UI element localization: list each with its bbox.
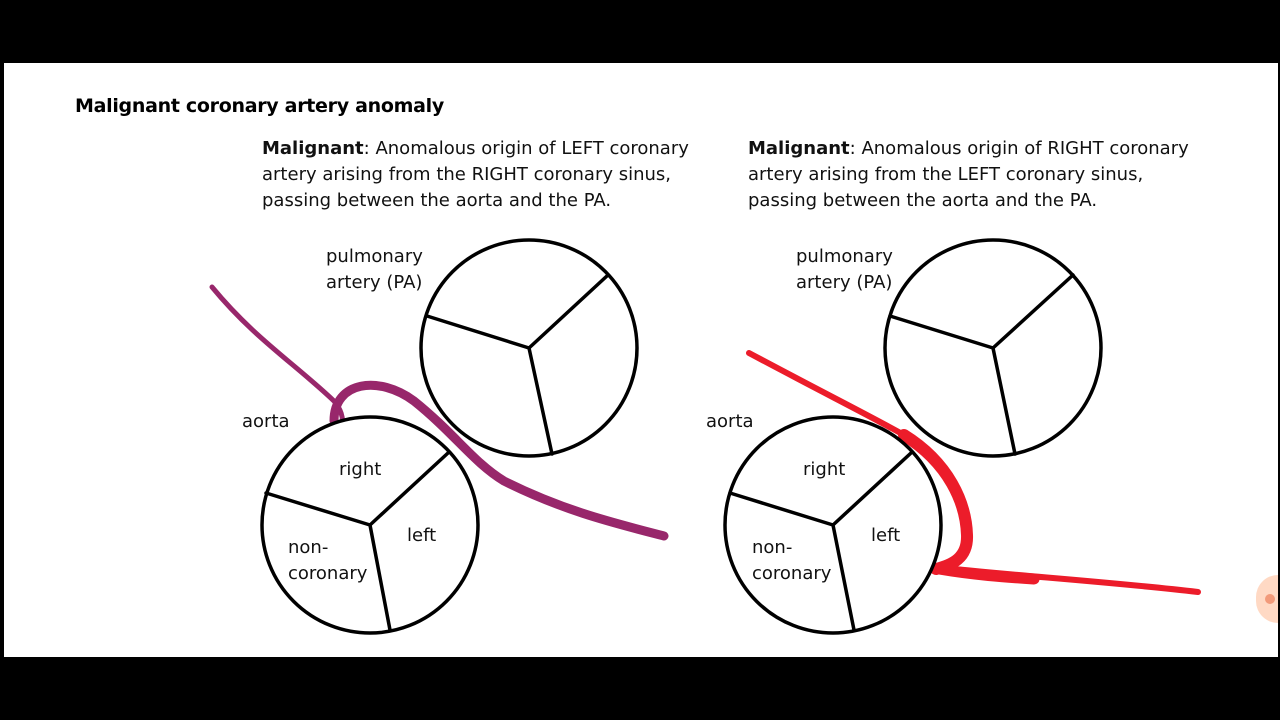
caption-right: Malignant: Anomalous origin of RIGHT cor… <box>748 136 1208 214</box>
caption-left-line-2: artery arising from the RIGHT coronary s… <box>262 164 672 185</box>
slide-title: Malignant coronary artery anomaly <box>75 95 444 117</box>
caption-right-line-2: artery arising from the LEFT coronary si… <box>748 164 1144 185</box>
pa-cusp-lines-right <box>888 273 1075 456</box>
aorta-cusp-lines-left <box>264 451 450 632</box>
caption-right-bold: Malignant <box>748 138 850 159</box>
caption-left: Malignant: Anomalous origin of LEFT coro… <box>262 136 722 214</box>
anomalous-left-coronary-artery <box>209 284 345 429</box>
pa-label-right-2: artery (PA) <box>796 272 892 293</box>
anomalous-right-coronary-artery-thick <box>898 429 973 575</box>
caption-left-text-1: : Anomalous origin of LEFT coronary <box>363 138 689 159</box>
cusp-non-label-right-2: coronary <box>752 563 832 584</box>
aorta-cusp-lines-right <box>728 451 913 632</box>
aorta-label-left: aorta <box>242 411 290 432</box>
cusp-left-label-left: left <box>407 525 436 546</box>
cusp-left-label-right: left <box>871 525 900 546</box>
anomalous-right-coronary-artery-tail-base <box>933 563 1040 585</box>
floating-action-handle[interactable] <box>1256 575 1278 623</box>
slide: Malignant coronary artery anomaly Malign… <box>4 63 1278 657</box>
cusp-non-label-right-1: non- <box>752 537 792 558</box>
cusp-right-label-right: right <box>803 459 845 480</box>
aorta-label-right: aorta <box>706 411 754 432</box>
pa-label-left-1: pulmonary <box>326 246 423 267</box>
caption-left-bold: Malignant <box>262 138 364 159</box>
pa-label-right-1: pulmonary <box>796 246 893 267</box>
anomalous-left-coronary-artery-tail <box>501 478 667 539</box>
caption-right-line-3: passing between the aorta and the PA. <box>748 190 1098 211</box>
pa-label-left-2: artery (PA) <box>326 272 422 293</box>
diagrams: pulmonary artery (PA) aorta right left n… <box>209 238 1201 635</box>
caption-left-line-1: Malignant: Anomalous origin of LEFT coro… <box>262 136 722 162</box>
caption-left-line-3: passing between the aorta and the PA. <box>262 190 612 211</box>
pa-cusp-lines-left <box>425 273 610 456</box>
diagram-left: pulmonary artery (PA) aorta right left n… <box>209 238 669 635</box>
diagram-right: pulmonary artery (PA) aorta right left n… <box>706 238 1201 635</box>
cusp-non-label-left-2: coronary <box>288 563 368 584</box>
caption-right-text-1: : Anomalous origin of RIGHT coronary <box>849 138 1189 159</box>
caption-right-line-1: Malignant: Anomalous origin of RIGHT cor… <box>748 136 1208 162</box>
cusp-right-label-left: right <box>339 459 381 480</box>
cusp-non-label-left-1: non- <box>288 537 328 558</box>
